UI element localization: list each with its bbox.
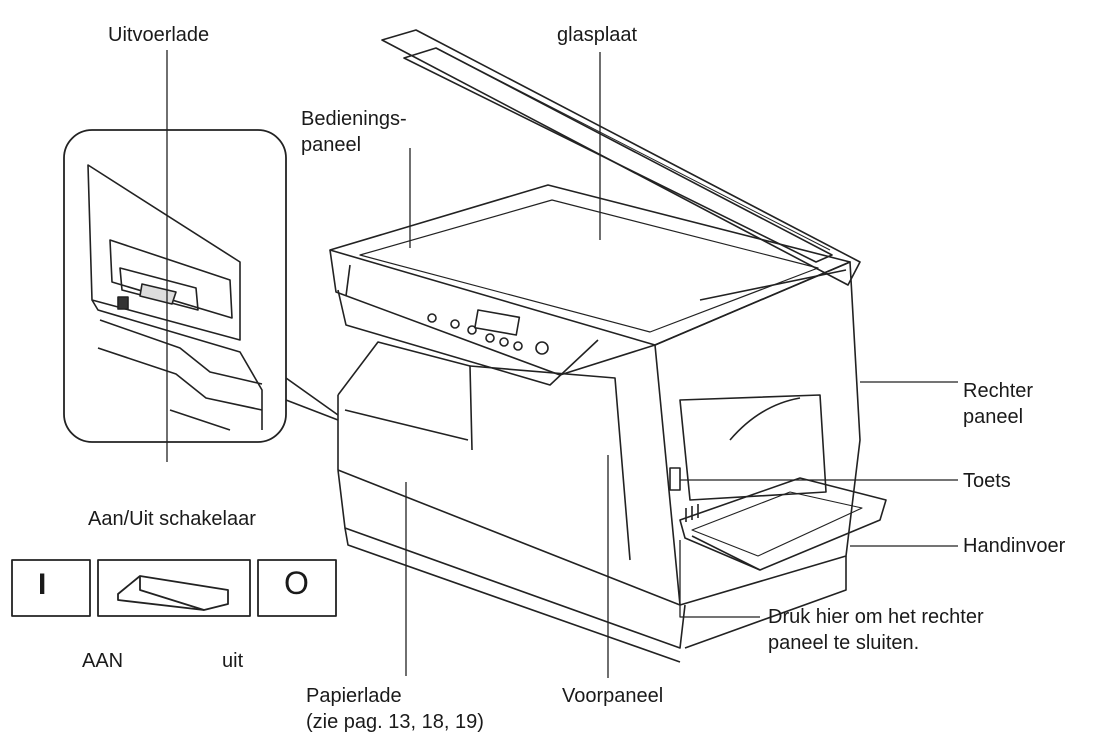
on-symbol-box [11, 559, 91, 617]
off-symbol-box [257, 559, 337, 617]
off-symbol: O [284, 565, 309, 601]
label-paper-tray-line2: (zie pag. 13, 18, 19) [306, 711, 484, 733]
switch-symbols [11, 559, 337, 617]
label-right-panel: Rechter paneel [963, 378, 1033, 430]
label-control-panel: Bedienings- paneel [301, 106, 407, 158]
output-tray-handle [139, 283, 177, 305]
label-right-panel-line2: paneel [963, 406, 1024, 428]
right-panel-button [669, 467, 681, 491]
label-button: Toets [963, 470, 1011, 492]
label-front-panel: Voorpaneel [562, 685, 664, 707]
manual-feed-tray [679, 477, 887, 571]
label-paper-tray-line1: Papierlade [306, 685, 402, 707]
inset-output-tray-detail [63, 129, 287, 443]
label-power-switch: Aan/Uit schakelaar [88, 508, 256, 530]
copier-body [337, 261, 861, 663]
switch-rocker-box [97, 559, 251, 617]
label-right-panel-line1: Rechter [963, 380, 1034, 402]
control-panel-shape [329, 249, 656, 386]
label-off: uit [222, 650, 244, 672]
label-on: AAN [82, 650, 124, 672]
label-close-hint-line1: Druk hier om het rechter [768, 606, 984, 628]
label-paper-tray: Papierlade (zie pag. 13, 18, 19) [306, 683, 484, 735]
inset-power-switch [117, 296, 129, 310]
label-control-panel-line1: Bedienings- [301, 108, 407, 130]
on-symbol: I [38, 568, 47, 601]
label-output-tray: Uitvoerlade [108, 24, 210, 46]
copier-lid [381, 29, 861, 286]
label-close-hint-line2: paneel te sluiten. [768, 632, 920, 654]
leader-lines [166, 50, 958, 678]
label-manual-feed: Handinvoer [963, 535, 1066, 557]
label-control-panel-line2: paneel [301, 134, 362, 156]
copier-top [329, 184, 851, 346]
label-close-hint: Druk hier om het rechter paneel te sluit… [768, 604, 984, 656]
label-glass-plate: glasplaat [557, 24, 638, 46]
